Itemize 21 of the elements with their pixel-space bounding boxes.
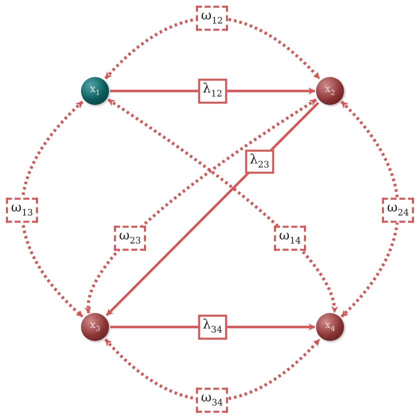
arrow: [20, 100, 84, 318]
arrow: [104, 16, 320, 80]
arrow: [340, 100, 400, 318]
edge-label: λ$_{12}$: [198, 78, 228, 104]
node-label: x$_{4}$: [324, 321, 336, 333]
edge-label: ω$_{24}$: [382, 198, 414, 222]
node-label: x$_{1}$: [90, 85, 100, 97]
node-label: x$_{3}$: [90, 321, 100, 333]
edge-label: λ$_{23}$: [244, 150, 274, 174]
edge-label: ω$_{12}$: [196, 6, 228, 30]
edge-label: ω$_{13}$: [6, 198, 38, 222]
edge-label: λ$_{34}$: [198, 314, 228, 340]
edge-label: ω$_{14}$: [274, 226, 306, 250]
edge-label: ω$_{23}$: [114, 226, 146, 250]
sphere-node: [316, 77, 344, 105]
arrow: [104, 338, 320, 402]
edge-label: ω$_{34}$: [196, 388, 228, 412]
sphere-node: [81, 313, 109, 341]
node-label: x$_{2}$: [324, 85, 336, 97]
sphere-node: [316, 313, 344, 341]
sphere-node: [81, 77, 109, 105]
